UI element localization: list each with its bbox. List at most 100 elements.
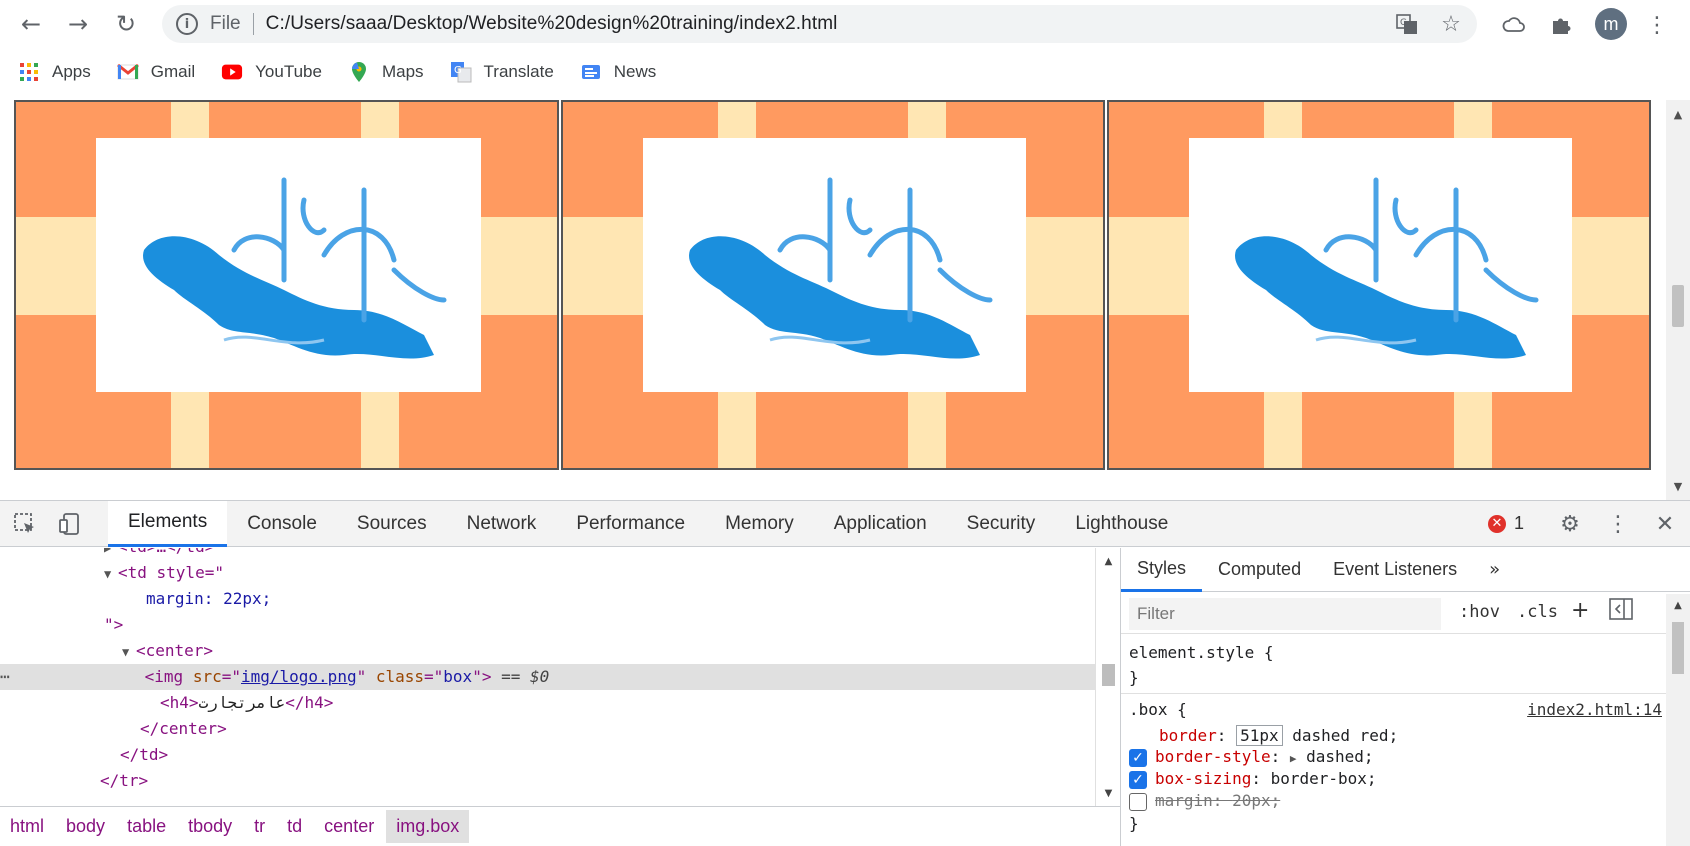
breadcrumb-tbody[interactable]: tbody bbox=[188, 816, 233, 836]
checkbox-unchecked-icon[interactable] bbox=[1129, 792, 1147, 811]
styles-scroll-thumb[interactable] bbox=[1672, 622, 1684, 674]
bookmark-youtube[interactable]: YouTube bbox=[221, 61, 322, 83]
dom-tag: </td> bbox=[120, 745, 169, 764]
profile-avatar[interactable]: m bbox=[1595, 8, 1627, 40]
bookmark-star-icon[interactable]: ☆ bbox=[1441, 11, 1461, 37]
expand-triangle-icon[interactable]: ▶ bbox=[1289, 752, 1297, 765]
dom-node-center[interactable]: ▼<center> bbox=[122, 641, 214, 660]
prop-value: dashed red; bbox=[1292, 726, 1399, 745]
rule-divider bbox=[1121, 693, 1667, 694]
hover-state-toggle[interactable]: :hov bbox=[1459, 602, 1500, 622]
tab-event-listeners[interactable]: Event Listeners bbox=[1333, 559, 1458, 579]
error-counter[interactable]: ✕ 1 bbox=[1488, 513, 1524, 534]
breadcrumb-td[interactable]: td bbox=[287, 816, 303, 836]
element-style-close: } bbox=[1129, 668, 1139, 687]
tab-styles[interactable]: Styles bbox=[1121, 548, 1203, 592]
styles-filter-input[interactable]: Filter bbox=[1129, 597, 1441, 630]
devtools-tab-bar: Elements Console Sources Network Perform… bbox=[0, 500, 1690, 547]
bookmark-news[interactable]: News bbox=[580, 61, 657, 83]
prop-value: dashed; bbox=[1306, 747, 1374, 766]
dom-tag: </center> bbox=[140, 719, 227, 738]
extension-cloud-icon[interactable] bbox=[1497, 8, 1531, 42]
bookmark-apps[interactable]: Apps bbox=[18, 61, 91, 83]
bookmarks-bar: Apps Gmail YouTube Maps G Translate bbox=[0, 54, 1690, 90]
scroll-down-arrow-icon[interactable]: ▼ bbox=[1673, 479, 1683, 493]
bookmark-label: News bbox=[613, 62, 657, 81]
logo-image[interactable] bbox=[1189, 138, 1572, 392]
translate-page-icon[interactable]: G bbox=[1393, 10, 1421, 38]
elements-scrollbar[interactable]: ▲ ▼ bbox=[1095, 548, 1120, 806]
scroll-down-arrow-icon[interactable]: ▼ bbox=[1104, 787, 1113, 799]
forward-arrow-icon[interactable]: → bbox=[67, 10, 89, 38]
toggle-sidebar-icon[interactable] bbox=[1609, 598, 1633, 625]
class-toggle[interactable]: .cls bbox=[1517, 602, 1558, 622]
table-cell bbox=[1107, 100, 1651, 470]
scroll-up-arrow-icon[interactable]: ▲ bbox=[1104, 555, 1113, 567]
selected-marker: == $0 bbox=[501, 667, 550, 686]
url-text[interactable]: C:/Users/saaa/Desktop/Website%20design%2… bbox=[265, 13, 838, 34]
prop-border-style[interactable]: ✓border-style: ▶ dashed; bbox=[1129, 747, 1374, 767]
device-toolbar-icon[interactable] bbox=[55, 510, 85, 538]
checkbox-checked-icon[interactable]: ✓ bbox=[1129, 770, 1147, 789]
img-src-link[interactable]: img/logo.png bbox=[240, 667, 357, 686]
news-icon bbox=[580, 61, 602, 83]
extensions-puzzle-icon[interactable] bbox=[1544, 8, 1578, 42]
logo-graphic bbox=[142, 177, 446, 359]
tab-network[interactable]: Network bbox=[466, 512, 537, 534]
breadcrumb-body[interactable]: body bbox=[66, 816, 106, 836]
bookmark-translate[interactable]: G Translate bbox=[450, 61, 554, 83]
dom-breadcrumb: html body table tbody tr td center img.b… bbox=[0, 806, 1120, 846]
border-value-editor[interactable]: 51px bbox=[1236, 725, 1283, 746]
tab-performance[interactable]: Performance bbox=[576, 512, 686, 534]
breadcrumb-table[interactable]: table bbox=[127, 816, 167, 836]
tab-computed[interactable]: Computed bbox=[1218, 559, 1302, 579]
dom-node-center-close: </center> bbox=[140, 716, 227, 742]
box-rule-selector: .box { bbox=[1129, 700, 1187, 719]
checkbox-checked-icon[interactable]: ✓ bbox=[1129, 748, 1147, 767]
tab-sources[interactable]: Sources bbox=[356, 512, 427, 534]
prop-margin-disabled[interactable]: margin: 20px; bbox=[1129, 791, 1280, 811]
new-rule-plus-icon[interactable]: + bbox=[1571, 598, 1590, 623]
tab-elements[interactable]: Elements bbox=[108, 500, 228, 547]
breadcrumb-tr[interactable]: tr bbox=[254, 816, 266, 836]
styles-scrollbar[interactable]: ▲ bbox=[1666, 594, 1690, 846]
error-count: 1 bbox=[1514, 513, 1525, 533]
more-tabs-chevron-icon[interactable]: » bbox=[1489, 559, 1501, 580]
page-scrollbar[interactable]: ▲ ▼ bbox=[1666, 100, 1690, 500]
bookmark-label: YouTube bbox=[255, 62, 322, 81]
scroll-up-arrow-icon[interactable]: ▲ bbox=[1674, 599, 1682, 611]
dom-node-img-selected[interactable]: ⋯<img src="img/logo.png" class="box"> ==… bbox=[0, 664, 1095, 690]
scroll-up-arrow-icon[interactable]: ▲ bbox=[1673, 107, 1683, 121]
dom-node-collapsed-td[interactable]: ▶<td>…</td> bbox=[104, 548, 214, 560]
bookmark-gmail[interactable]: Gmail bbox=[116, 61, 195, 83]
logo-image[interactable] bbox=[96, 138, 481, 392]
bookmark-maps[interactable]: Maps bbox=[348, 61, 424, 83]
breadcrumb-center[interactable]: center bbox=[324, 816, 375, 836]
prop-box-sizing[interactable]: ✓box-sizing: border-box; bbox=[1129, 769, 1377, 789]
tab-console[interactable]: Console bbox=[247, 512, 317, 534]
tab-security[interactable]: Security bbox=[966, 512, 1036, 534]
elements-scroll-thumb[interactable] bbox=[1102, 664, 1115, 686]
dom-node-h4[interactable]: <h4>عامرتجارت</h4> bbox=[160, 693, 334, 712]
settings-gear-icon[interactable]: ⚙ bbox=[1560, 511, 1580, 537]
devtools-menu-icon[interactable]: ⋮ bbox=[1607, 511, 1629, 537]
prop-border[interactable]: border: 51px dashed red; bbox=[1159, 725, 1399, 746]
tab-application[interactable]: Application bbox=[833, 512, 927, 534]
page-scroll-thumb[interactable] bbox=[1672, 285, 1684, 327]
tab-memory[interactable]: Memory bbox=[725, 512, 794, 534]
close-devtools-icon[interactable]: ✕ bbox=[1655, 511, 1675, 537]
dom-node-td[interactable]: ▼<td style=" bbox=[104, 563, 224, 582]
breadcrumb-html[interactable]: html bbox=[10, 816, 45, 836]
info-icon[interactable]: i bbox=[176, 13, 198, 35]
rule-source-link[interactable]: index2.html:14 bbox=[1527, 700, 1662, 719]
border-value-editing: 51px bbox=[1240, 726, 1279, 745]
breadcrumb-img-box[interactable]: img.box bbox=[386, 810, 470, 843]
address-bar[interactable]: i File C:/Users/saaa/Desktop/Website%20d… bbox=[162, 5, 1477, 43]
inspect-element-icon[interactable] bbox=[10, 510, 40, 538]
reload-icon[interactable]: ↻ bbox=[115, 10, 137, 38]
back-arrow-icon[interactable]: ← bbox=[20, 10, 42, 38]
dom-tag: <td>…</td> bbox=[118, 548, 214, 556]
logo-image[interactable] bbox=[643, 138, 1026, 392]
browser-menu-icon[interactable]: ⋮ bbox=[1646, 12, 1668, 38]
tab-lighthouse[interactable]: Lighthouse bbox=[1075, 512, 1169, 534]
